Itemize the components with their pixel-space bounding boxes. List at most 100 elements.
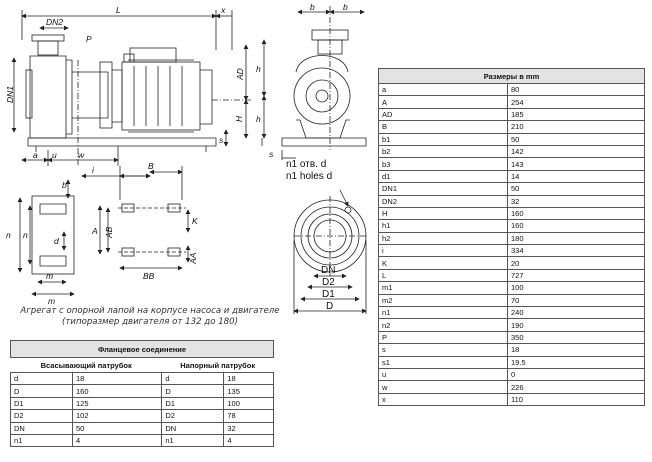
dim-label-b2: b bbox=[310, 2, 315, 12]
dim-label-m1: m bbox=[46, 271, 53, 281]
caption-line-1: Агрегат с опорной лапой на корпусе насос… bbox=[20, 306, 280, 316]
dim-label-H: H bbox=[234, 115, 244, 122]
dimension-value: 14 bbox=[507, 169, 645, 184]
suction-value: 18 bbox=[71, 371, 163, 386]
dim-label-h1: h bbox=[256, 114, 261, 124]
discharge-value: 78 bbox=[223, 409, 274, 423]
dim-label-L: L bbox=[116, 5, 121, 15]
dimension-key: B bbox=[378, 120, 508, 134]
drawing-caption: Агрегат с опорной лапой на корпусе насос… bbox=[10, 306, 290, 328]
dimension-value: 110 bbox=[507, 392, 645, 407]
dimension-value: 240 bbox=[507, 306, 645, 320]
dimension-key: b1 bbox=[378, 132, 508, 146]
pump-end-view bbox=[261, 6, 367, 160]
dim-label-D1: D1 bbox=[322, 289, 335, 300]
dimension-key: h1 bbox=[378, 219, 508, 233]
dim-label-BB: BB bbox=[143, 271, 155, 281]
dimension-key: P bbox=[378, 330, 508, 345]
dimension-value: 50 bbox=[507, 132, 645, 146]
dimension-key: h2 bbox=[378, 231, 508, 246]
dim-label-b3: b bbox=[343, 2, 348, 12]
dim-label-w: w bbox=[78, 150, 85, 160]
suction-key: d bbox=[10, 371, 73, 386]
discharge-key: D2 bbox=[161, 409, 225, 423]
discharge-key: d bbox=[161, 371, 225, 386]
dimension-key: AD bbox=[378, 107, 508, 122]
dimension-key: m1 bbox=[378, 281, 508, 295]
dimension-value: 70 bbox=[507, 293, 645, 308]
discharge-key: n1 bbox=[161, 433, 225, 448]
flange-table-title: Фланцевое соединение bbox=[10, 340, 274, 358]
suction-value: 160 bbox=[71, 384, 163, 398]
dimension-key: s1 bbox=[378, 355, 508, 370]
suction-header: Всасывающий патрубок bbox=[10, 357, 162, 373]
dimension-key: x bbox=[378, 392, 508, 407]
dimension-key: s bbox=[378, 343, 508, 357]
dimension-key: H bbox=[378, 206, 508, 221]
dim-label-DN2: DN2 bbox=[46, 17, 63, 27]
dim-label-m2: m bbox=[48, 296, 55, 306]
dim-label-K: K bbox=[192, 216, 198, 226]
dimension-value: 160 bbox=[507, 219, 645, 233]
dim-label-n1: n bbox=[6, 230, 11, 240]
suction-key: D2 bbox=[10, 409, 73, 423]
dimension-value: 20 bbox=[507, 256, 645, 270]
discharge-header: Напорный патрубок bbox=[161, 357, 274, 373]
caption-line-2: (типоразмер двигателя от 132 до 180) bbox=[62, 317, 238, 327]
base-plan bbox=[81, 166, 191, 271]
dimension-value: 160 bbox=[507, 206, 645, 221]
dimension-key: DN1 bbox=[378, 182, 508, 196]
discharge-key: DN bbox=[161, 421, 225, 435]
suction-value: 4 bbox=[71, 433, 163, 448]
dimension-key: m2 bbox=[378, 293, 508, 308]
holes-label-en: n1 holes d bbox=[286, 171, 332, 182]
discharge-value: 135 bbox=[223, 384, 274, 398]
dim-label-D2: D2 bbox=[322, 277, 335, 288]
dim-label-s: s bbox=[269, 149, 274, 159]
dimension-value: 19.5 bbox=[507, 355, 645, 370]
dimension-value: 226 bbox=[507, 380, 645, 394]
foot-detail bbox=[17, 179, 75, 297]
dimension-value: 334 bbox=[507, 244, 645, 258]
discharge-key: D1 bbox=[161, 396, 225, 411]
dimension-value: 190 bbox=[507, 318, 645, 332]
dimension-value: 50 bbox=[507, 182, 645, 196]
dimension-value: 80 bbox=[507, 82, 645, 97]
suction-key: n1 bbox=[10, 433, 73, 448]
flange-face-view bbox=[293, 189, 367, 314]
discharge-value: 18 bbox=[223, 371, 274, 386]
dim-label-DN1: DN1 bbox=[5, 86, 15, 103]
suction-key: DN bbox=[10, 421, 73, 435]
dimension-key: A bbox=[378, 95, 508, 109]
suction-key: D bbox=[10, 384, 73, 398]
dimension-key: K bbox=[378, 256, 508, 270]
dim-label-D: D bbox=[326, 301, 333, 312]
dim-label-s1: s bbox=[219, 135, 224, 145]
discharge-key: D bbox=[161, 384, 225, 398]
dim-label-i: i bbox=[92, 165, 95, 175]
dimension-value: 0 bbox=[507, 367, 645, 382]
dim-label-d1: d bbox=[54, 236, 59, 246]
dimension-value: 142 bbox=[507, 144, 645, 159]
dimension-value: 100 bbox=[507, 281, 645, 295]
